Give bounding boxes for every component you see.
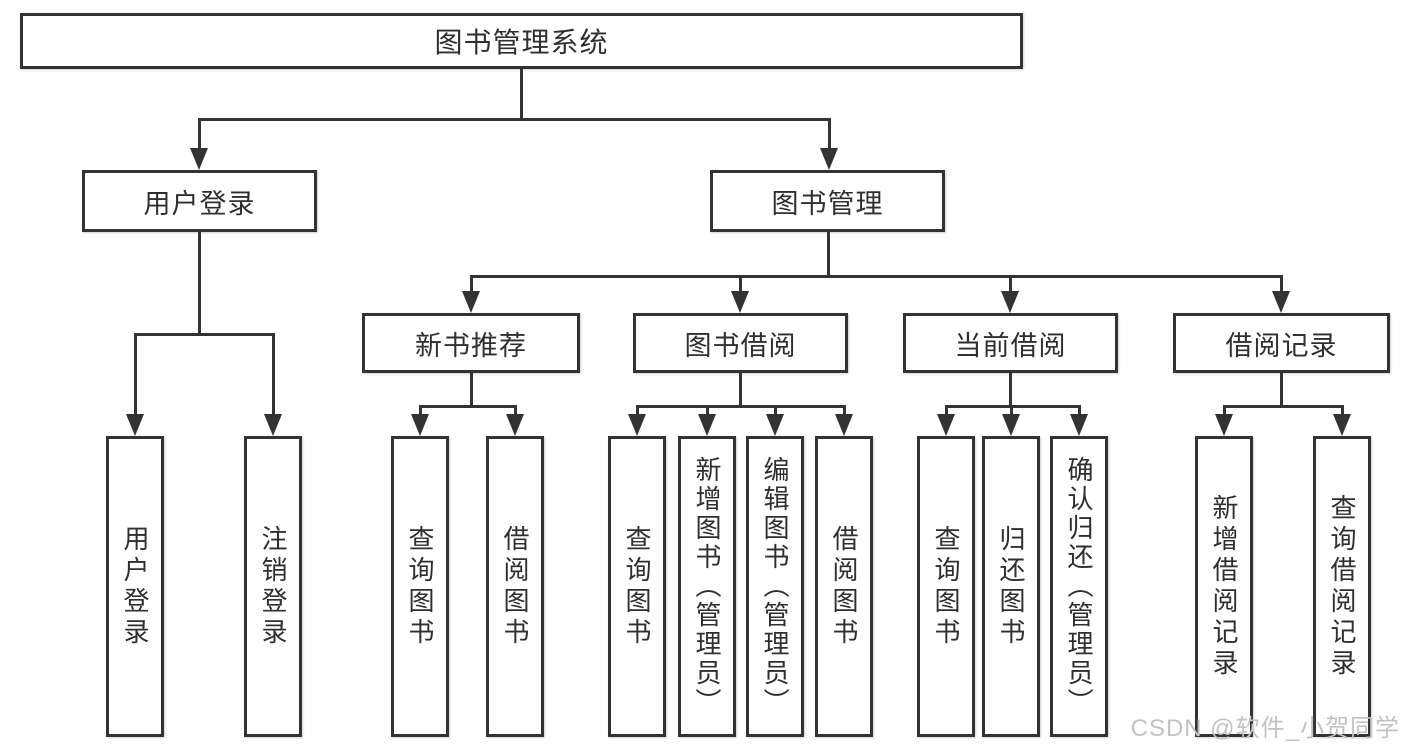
- arrow-down-g3-l4: [835, 414, 853, 436]
- arrow-down-g5-l2: [1333, 414, 1351, 436]
- connector-book-mgmt-stem: [828, 118, 831, 150]
- arrow-down-g2-l1: [411, 414, 429, 436]
- arrow-down-g4-l3: [1070, 414, 1088, 436]
- connector-g4-l3-stem: [1078, 405, 1081, 416]
- connector-g4-l1-stem: [945, 405, 948, 416]
- connector-borrow-stem: [739, 275, 742, 293]
- arrow-down-current: [1001, 291, 1019, 313]
- connector-root-bar: [198, 118, 831, 121]
- connector-g3-l4-stem: [843, 405, 846, 416]
- connector-g3-stem: [739, 373, 742, 405]
- node-borrow-books-recommend: 借阅图书: [486, 436, 544, 737]
- connector-g4-l2-stem: [1010, 405, 1013, 416]
- connector-login-leaf2-stem: [272, 333, 275, 414]
- connector-g5-stem: [1280, 373, 1283, 405]
- arrow-down-records: [1272, 291, 1290, 313]
- arrow-down-g3-l2: [698, 414, 716, 436]
- node-label: 确认归还（管理员）: [1064, 456, 1094, 717]
- connector-g2-bar: [419, 405, 517, 408]
- node-query-books-borrow: 查询图书: [608, 436, 666, 737]
- node-query-books-current: 查询图书: [917, 436, 975, 737]
- node-label: 查询图书: [405, 524, 435, 649]
- node-label: 编辑图书（管理员）: [760, 456, 790, 717]
- connector-g2-l2-stem: [514, 405, 517, 416]
- arrow-down-g5-l1: [1215, 414, 1233, 436]
- connector-g3-bar: [636, 405, 845, 408]
- arrow-down-g4-l2: [1002, 414, 1020, 436]
- node-borrow-books: 借阅图书: [815, 436, 873, 737]
- connector-g4-stem: [1009, 373, 1012, 405]
- node-user-login-leaf: 用户登录: [106, 436, 164, 737]
- node-label: 归还图书: [996, 524, 1026, 649]
- arrow-down-login-leaf2: [264, 414, 282, 436]
- node-book-management: 图书管理: [710, 170, 945, 232]
- connector-g3-l2-stem: [706, 405, 709, 416]
- connector-records-stem: [1280, 275, 1283, 293]
- connector-g2-l1-stem: [419, 405, 422, 416]
- node-return-books: 归还图书: [982, 436, 1040, 737]
- node-add-borrow-record: 新增借阅记录: [1195, 436, 1253, 737]
- node-label: 新增图书（管理员）: [692, 456, 722, 717]
- node-query-books-recommend: 查询图书: [391, 436, 449, 737]
- connector-mgmt-bar: [470, 275, 1282, 278]
- arrow-down-g2-l2: [506, 414, 524, 436]
- connector-root-stem: [520, 69, 523, 118]
- connector-user-login-stem: [198, 118, 201, 150]
- node-label: 查询图书: [622, 524, 652, 649]
- node-label: 用户登录: [120, 524, 150, 649]
- connector-login-bar: [134, 333, 275, 336]
- arrow-down-g3-l3: [766, 414, 784, 436]
- arrow-down-login-leaf1: [126, 414, 144, 436]
- connector-g3-l3-stem: [774, 405, 777, 416]
- node-library-system: 图书管理系统: [20, 13, 1023, 69]
- node-borrow-records: 借阅记录: [1173, 313, 1390, 373]
- connector-g5-l2-stem: [1341, 405, 1344, 416]
- connector-g5-l1-stem: [1223, 405, 1226, 416]
- connector-current-stem: [1009, 275, 1012, 293]
- arrow-down-book-mgmt: [820, 148, 838, 170]
- connector-login-stem: [198, 232, 201, 333]
- arrow-down-recommend: [462, 291, 480, 313]
- node-label: 借阅图书: [500, 524, 530, 649]
- node-query-borrow-record: 查询借阅记录: [1313, 436, 1371, 737]
- node-new-book-recommend: 新书推荐: [362, 313, 580, 373]
- node-book-borrow: 图书借阅: [633, 313, 848, 373]
- node-current-borrow: 当前借阅: [903, 313, 1118, 373]
- arrow-down-g4-l1: [937, 414, 955, 436]
- connector-g3-l1-stem: [636, 405, 639, 416]
- connector-g5-bar: [1223, 405, 1343, 408]
- arrow-down-g3-l1: [628, 414, 646, 436]
- node-label: 借阅图书: [829, 524, 859, 649]
- node-label: 查询借阅记录: [1327, 493, 1357, 680]
- arrow-down-borrow: [731, 291, 749, 313]
- node-logout: 注销登录: [244, 436, 302, 737]
- connector-mgmt-stem: [827, 232, 830, 275]
- connector-g2-stem: [470, 373, 473, 405]
- node-add-books-admin: 新增图书（管理员）: [678, 436, 736, 737]
- node-edit-books-admin: 编辑图书（管理员）: [746, 436, 804, 737]
- node-label: 查询图书: [931, 524, 961, 649]
- csdn-watermark: CSDN @软件_小贺同学: [1130, 715, 1400, 742]
- node-label: 新增借阅记录: [1209, 493, 1239, 680]
- node-label: 注销登录: [258, 524, 288, 649]
- arrow-down-user-login: [190, 148, 208, 170]
- node-confirm-return-admin: 确认归还（管理员）: [1050, 436, 1108, 737]
- connector-login-leaf1-stem: [134, 333, 137, 414]
- node-user-login: 用户登录: [82, 170, 317, 232]
- connector-recommend-stem: [470, 275, 473, 293]
